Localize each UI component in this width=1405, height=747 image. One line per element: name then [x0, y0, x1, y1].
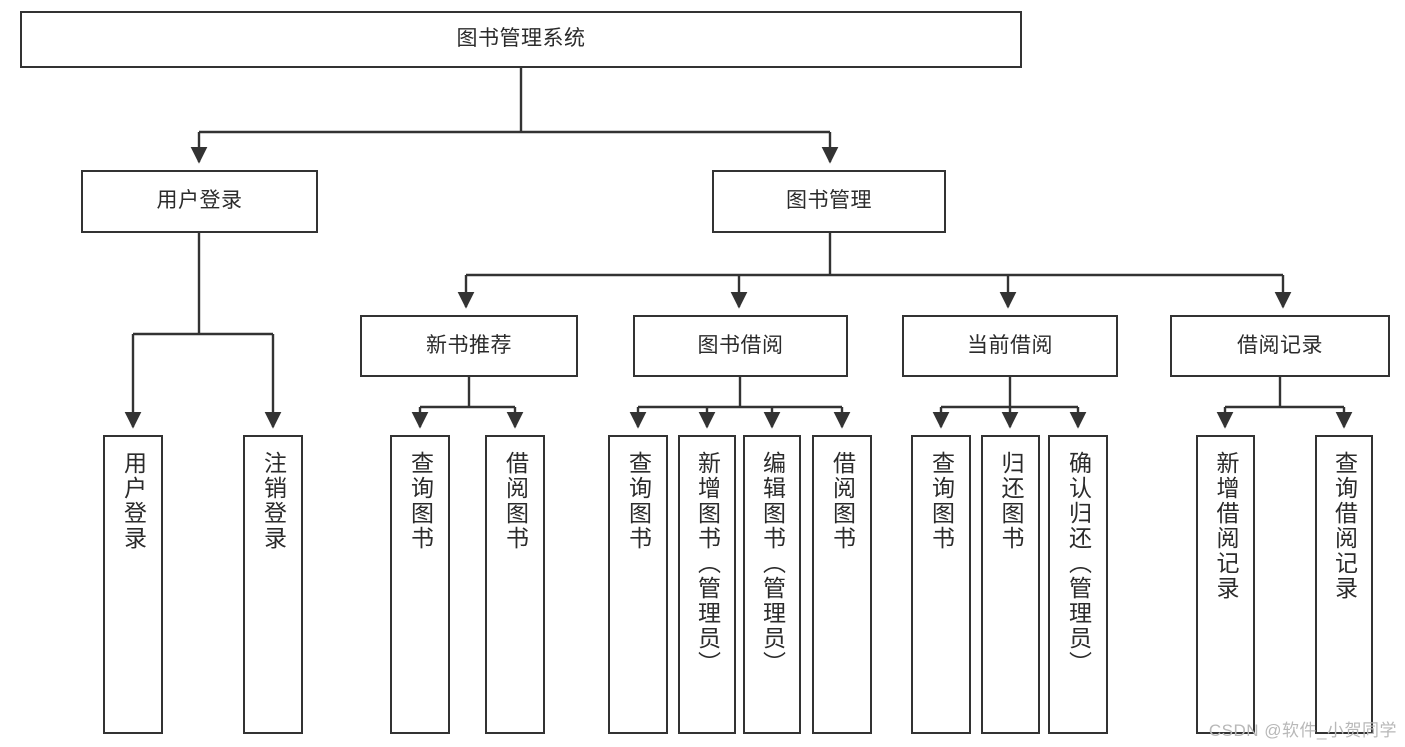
node-new-book-recommend[interactable]: 新书推荐 — [360, 315, 578, 377]
leaf-confirm-return-admin-label: 确认归还（管理员） — [1065, 451, 1092, 676]
leaf-query-book-current[interactable]: 查询图书 — [911, 435, 971, 734]
node-user-login-label: 用户登录 — [156, 189, 243, 213]
leaf-add-book-admin[interactable]: 新增图书（管理员） — [678, 435, 736, 734]
leaf-logout[interactable]: 注销登录 — [243, 435, 303, 734]
node-book-borrow[interactable]: 图书借阅 — [633, 315, 848, 377]
node-book-management[interactable]: 图书管理 — [712, 170, 946, 233]
leaf-add-book-admin-label: 新增图书（管理员） — [694, 451, 721, 676]
leaf-edit-book-admin-label: 编辑图书（管理员） — [759, 451, 786, 676]
node-root[interactable]: 图书管理系统 — [20, 11, 1022, 68]
leaf-borrow-book-label: 借阅图书 — [829, 451, 856, 551]
leaf-query-book-recommend[interactable]: 查询图书 — [390, 435, 450, 734]
node-current-borrow-label: 当前借阅 — [967, 333, 1053, 357]
node-book-management-label: 图书管理 — [786, 189, 872, 213]
leaf-logout-label: 注销登录 — [260, 451, 287, 551]
leaf-confirm-return-admin[interactable]: 确认归还（管理员） — [1048, 435, 1108, 734]
leaf-borrow-book-recommend[interactable]: 借阅图书 — [485, 435, 545, 734]
node-current-borrow[interactable]: 当前借阅 — [902, 315, 1118, 377]
node-user-login[interactable]: 用户登录 — [81, 170, 318, 233]
leaf-query-book-borrow-label: 查询图书 — [625, 451, 652, 551]
leaf-return-book-label: 归还图书 — [998, 451, 1024, 551]
node-borrow-record[interactable]: 借阅记录 — [1170, 315, 1390, 377]
leaf-query-book-borrow[interactable]: 查询图书 — [608, 435, 668, 734]
leaf-edit-book-admin[interactable]: 编辑图书（管理员） — [743, 435, 801, 734]
leaf-add-borrow-record-label: 新增借阅记录 — [1213, 451, 1239, 601]
leaf-user-login[interactable]: 用户登录 — [103, 435, 163, 734]
leaf-user-login-label: 用户登录 — [120, 451, 147, 551]
node-new-book-recommend-label: 新书推荐 — [426, 333, 512, 357]
leaf-query-borrow-record[interactable]: 查询借阅记录 — [1315, 435, 1373, 734]
leaf-query-book-recommend-label: 查询图书 — [407, 451, 434, 551]
leaf-return-book[interactable]: 归还图书 — [981, 435, 1040, 734]
node-root-label: 图书管理系统 — [456, 27, 586, 51]
leaf-query-book-current-label: 查询图书 — [928, 451, 955, 551]
leaf-add-borrow-record[interactable]: 新增借阅记录 — [1196, 435, 1255, 734]
node-book-borrow-label: 图书借阅 — [697, 333, 784, 357]
leaf-borrow-book-recommend-label: 借阅图书 — [502, 451, 529, 551]
node-borrow-record-label: 借阅记录 — [1237, 333, 1323, 357]
leaf-query-borrow-record-label: 查询借阅记录 — [1331, 451, 1358, 601]
leaf-borrow-book[interactable]: 借阅图书 — [812, 435, 872, 734]
